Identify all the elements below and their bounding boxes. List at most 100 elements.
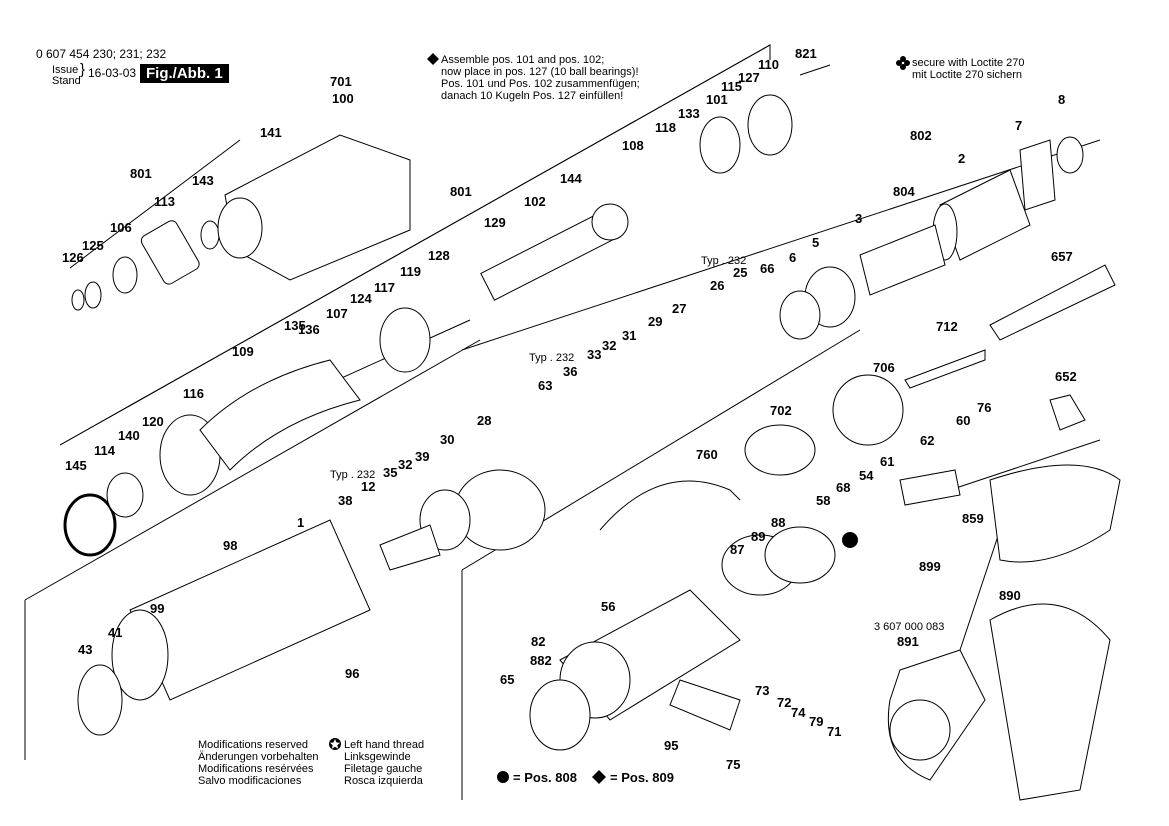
part-label-30: 30 (440, 432, 454, 447)
part-label-25: 25 (733, 265, 747, 280)
part-label-882: 882 (530, 653, 552, 668)
part-label-41: 41 (108, 625, 122, 640)
part-label-859: 859 (962, 511, 984, 526)
clover-icon (896, 56, 910, 70)
part-label-72: 72 (777, 695, 791, 710)
part-label-6: 6 (789, 250, 796, 265)
part-label-133: 133 (678, 106, 700, 121)
typ-232-label: Typ . 232 (330, 469, 375, 481)
part-label-144: 144 (560, 171, 582, 186)
diamond-icon (427, 53, 439, 65)
issue-label: Issue (52, 64, 79, 76)
mod-line: Modifications reserved (198, 739, 308, 751)
part-label-3: 3 (855, 211, 862, 226)
part-label-141: 141 (260, 125, 282, 140)
part-label-143: 143 (192, 173, 214, 188)
part-label-99: 99 (150, 601, 164, 616)
note-line: now place in pos. 127 (10 ball bearings)… (441, 66, 639, 78)
part-label-71: 71 (827, 724, 841, 739)
part-label-106: 106 (110, 220, 132, 235)
part-label-95: 95 (664, 738, 678, 753)
part-label-29: 29 (648, 314, 662, 329)
part-label-12: 12 (361, 479, 375, 494)
brace: } (80, 61, 86, 78)
note-line: danach 10 Kugeln Pos. 127 einfüllen! (441, 90, 623, 102)
part-label-114: 114 (94, 443, 116, 458)
part-label-62: 62 (920, 433, 934, 448)
part-label-56: 56 (601, 599, 615, 614)
part-label-79: 79 (809, 714, 823, 729)
part-label-8: 8 (1058, 92, 1065, 107)
note-line: Pos. 101 und Pos. 102 zusammenfügen; (441, 78, 640, 90)
part-label-58: 58 (816, 493, 830, 508)
part-label-899: 899 (919, 559, 941, 574)
part-label-65: 65 (500, 672, 514, 687)
part-label-652: 652 (1055, 369, 1077, 384)
part-label-75: 75 (726, 757, 740, 772)
part-label-125: 125 (82, 238, 104, 253)
part-label-43: 43 (78, 642, 92, 657)
part-label-32b: 32 (398, 457, 412, 472)
part-label-801a: 801 (130, 166, 152, 181)
part-label-120: 120 (142, 414, 164, 429)
part-label-135: 135 (284, 318, 306, 333)
part-label-107: 107 (326, 306, 348, 321)
part-label-35: 35 (383, 465, 397, 480)
part-label-68: 68 (836, 480, 850, 495)
part-label-33: 33 (587, 347, 601, 362)
part-label-27: 27 (672, 301, 686, 316)
part-label-60: 60 (956, 413, 970, 428)
part-label-102: 102 (524, 194, 546, 209)
part-label-66: 66 (760, 261, 774, 276)
loctite-line: mit Loctite 270 sichern (912, 69, 1022, 81)
part-label-98: 98 (223, 538, 237, 553)
part-label-712: 712 (936, 319, 958, 334)
part-label-804: 804 (893, 184, 915, 199)
part-label-802: 802 (910, 128, 932, 143)
part-label-129: 129 (484, 215, 506, 230)
diamond-icon (592, 770, 606, 784)
part-label-801b: 801 (450, 184, 472, 199)
part-label-124: 124 (350, 291, 372, 306)
part-label-73: 73 (755, 683, 769, 698)
part-label-127: 127 (738, 70, 760, 85)
loctite-line: secure with Loctite 270 (912, 57, 1025, 69)
part-label-118: 118 (655, 120, 676, 135)
legend-808: = Pos. 808 (513, 770, 577, 785)
part-label-145: 145 (65, 458, 87, 473)
part-label-1: 1 (297, 515, 304, 530)
thread-line: Left hand thread (344, 739, 424, 751)
part-label-2: 2 (958, 151, 965, 166)
part-label-116: 116 (183, 386, 204, 401)
part-label-760: 760 (696, 447, 718, 462)
part-891-number: 3 607 000 083 (874, 621, 944, 633)
part-label-96: 96 (345, 666, 359, 681)
part-label-36: 36 (563, 364, 577, 379)
mod-line: Modifications resérvées (198, 763, 314, 775)
part-label-821: 821 (795, 46, 817, 61)
part-label-82: 82 (531, 634, 545, 649)
stand-label: Stand (52, 75, 81, 87)
part-label-110: 110 (758, 57, 779, 72)
part-label-126: 126 (62, 250, 84, 265)
part-label-701: 701 (330, 74, 352, 89)
part-label-113: 113 (154, 194, 175, 209)
issue-date: 16-03-03 (88, 66, 137, 80)
part-label-891: 891 (897, 634, 919, 649)
part-label-63: 63 (538, 378, 552, 393)
part-label-54: 54 (859, 468, 874, 483)
part-label-38: 38 (338, 493, 352, 508)
part-label-39: 39 (415, 449, 429, 464)
part-label-890: 890 (999, 588, 1021, 603)
part-label-74: 74 (791, 705, 806, 720)
part-label-26: 26 (710, 278, 724, 293)
part-label-136: 136 (298, 322, 320, 337)
typ-232-label: Typ . 232 (529, 352, 574, 364)
assemble-note: Assemble pos. 101 and pos. 102; now plac… (427, 53, 640, 102)
left-thread-note: Left hand thread Linksgewinde Filetage g… (329, 738, 424, 787)
thread-line: Rosca izquierda (344, 775, 424, 787)
part-label-108: 108 (622, 138, 644, 153)
part-label-32a: 32 (602, 338, 616, 353)
